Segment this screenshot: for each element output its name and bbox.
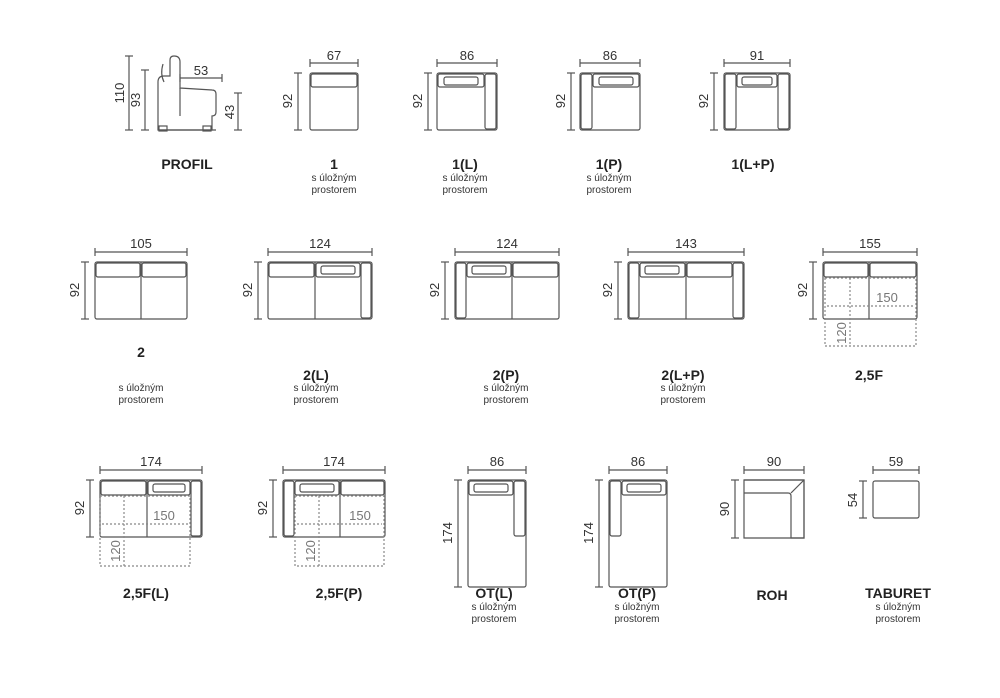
module-25f-label: 2,5F (854, 367, 884, 383)
module-25fp-bed (294, 495, 385, 567)
m25fp-bed-ext: 120 (303, 540, 318, 562)
module-otl-drawing (454, 466, 527, 588)
profil-dim-93: 93 (128, 93, 143, 107)
module-2lp-label: 2(L+P) (661, 367, 705, 383)
module-1lp-drawing (710, 59, 791, 131)
module-25f-drawing (809, 248, 918, 320)
m2lp-depth: 92 (600, 283, 615, 297)
m25f-depth: 92 (795, 283, 810, 297)
m1-width: 67 (327, 48, 341, 63)
m2-depth: 92 (67, 283, 82, 297)
m2p-width: 124 (496, 236, 518, 251)
m1l-width: 86 (460, 48, 474, 63)
m2p-depth: 92 (427, 283, 442, 297)
module-2p-label: 2(P) (492, 367, 520, 383)
module-otp-label: OT(P) (617, 585, 657, 601)
module-25fl-bed (99, 495, 191, 567)
otp-width: 86 (631, 454, 645, 469)
module-25fp-drawing (269, 466, 386, 538)
otl-width: 86 (490, 454, 504, 469)
taburet-depth: 54 (845, 493, 860, 507)
m1p-depth: 92 (553, 94, 568, 108)
module-roh-drawing (731, 466, 805, 539)
m25fl-bed-ext: 120 (108, 540, 123, 562)
m25f-bed-ext: 120 (834, 322, 849, 344)
module-1lp-label: 1(L+P) (731, 156, 775, 172)
m25fl-depth: 92 (72, 501, 87, 515)
otp-depth: 174 (581, 522, 596, 544)
roh-depth: 90 (717, 502, 732, 516)
m1lp-depth: 92 (696, 94, 711, 108)
module-taburet-drawing (859, 466, 920, 519)
module-2-label: 2 (137, 344, 145, 360)
module-2l-label: 2(L) (303, 367, 329, 383)
m1p-width: 86 (603, 48, 617, 63)
module-otl-label: OT(L) (475, 585, 513, 601)
taburet-width: 59 (889, 454, 903, 469)
m25fp-bed-length: 150 (349, 508, 371, 523)
module-25f-bed (824, 277, 917, 347)
m2l-depth: 92 (240, 283, 255, 297)
m25fl-bed-length: 150 (153, 508, 175, 523)
module-2lp-drawing (614, 248, 745, 320)
module-25fl-label: 2,5F(L) (123, 585, 169, 601)
m1lp-width: 91 (750, 48, 764, 63)
profil-dim-53: 53 (194, 63, 208, 78)
profil-label: PROFIL (161, 156, 213, 172)
m25fl-width: 174 (140, 454, 162, 469)
m25f-bed-length: 150 (876, 290, 898, 305)
module-25fp-label: 2,5F(P) (315, 585, 363, 601)
profil-dim-110: 110 (112, 83, 127, 104)
module-roh-label: ROH (756, 587, 788, 603)
module-1l-drawing (424, 59, 498, 131)
m2lp-width: 143 (675, 236, 697, 251)
module-1p-label: 1(P) (595, 156, 623, 172)
profil-dim-43: 43 (222, 105, 237, 119)
roh-width: 90 (767, 454, 781, 469)
module-taburet-label: TABURET (865, 585, 931, 601)
module-2p-drawing (441, 248, 560, 320)
m25f-width: 155 (859, 236, 881, 251)
module-25fl-drawing (86, 466, 203, 538)
module-otp-drawing (595, 466, 668, 588)
m2l-width: 124 (309, 236, 331, 251)
m1-depth: 92 (280, 94, 295, 108)
module-2l-drawing (254, 248, 373, 320)
otl-depth: 174 (440, 522, 455, 544)
m25fp-depth: 92 (255, 501, 270, 515)
module-1-drawing (294, 59, 359, 131)
module-1l-label: 1(L) (452, 156, 478, 172)
module-1p-drawing (567, 59, 641, 131)
module-1-label: 1 (330, 156, 338, 172)
module-2-drawing (81, 248, 188, 320)
m1l-depth: 92 (410, 94, 425, 108)
profil-drawing (125, 55, 242, 132)
m2-width: 105 (130, 236, 152, 251)
m25fp-width: 174 (323, 454, 345, 469)
